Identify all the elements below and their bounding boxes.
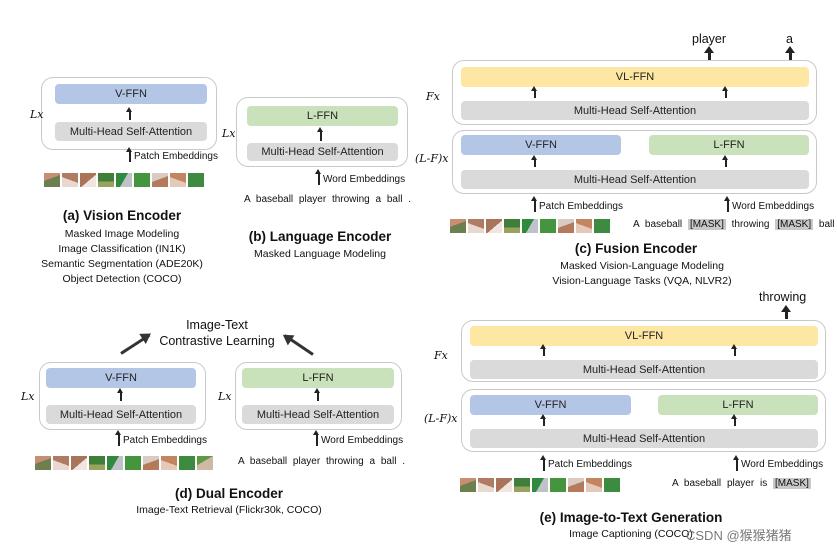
l-ffn-layer: L-FFN — [649, 135, 809, 155]
layer-multiplier: Fx — [434, 349, 448, 362]
up-arrow — [314, 388, 320, 401]
word: baseball — [644, 219, 683, 230]
word: A — [633, 219, 640, 230]
self-attention-layer: Multi-Head Self-Attention — [46, 405, 196, 424]
l-ffn-layer: L-FFN — [247, 106, 398, 126]
word-embeddings-label: Word Embeddings — [741, 459, 824, 470]
layer-multiplier: Lx — [222, 127, 236, 140]
output-arrow — [704, 46, 713, 60]
image-patches — [459, 477, 621, 493]
layer-multiplier: Lx — [30, 108, 44, 121]
mask-token: [MASK] — [773, 478, 811, 489]
v-ffn-layer: V-FFN — [470, 395, 631, 415]
up-arrow — [733, 455, 739, 471]
input-sentence: A baseball player throwing a ball . — [244, 194, 411, 205]
contrastive-arrow-right — [283, 334, 314, 356]
panel-e-title: (e) Image-to-Text Generation — [539, 510, 723, 525]
up-arrow — [724, 196, 730, 212]
image-patches — [449, 218, 611, 234]
watermark: CSDN @猴猴猪猪 — [686, 528, 792, 543]
patch-embeddings-label: Patch Embeddings — [134, 151, 218, 162]
self-attention-layer: Multi-Head Self-Attention — [247, 143, 398, 161]
l-ffn-layer: L-FFN — [242, 368, 394, 388]
self-attention-layer: Multi-Head Self-Attention — [242, 405, 394, 424]
panel-d-task: Image-Text Retrieval (Flickr30k, COCO) — [136, 504, 322, 516]
panel-a-task: Object Detection (COCO) — [62, 273, 182, 285]
vl-ffn-layer: VL-FFN — [470, 326, 818, 346]
up-arrow — [313, 430, 319, 446]
up-arrow — [126, 107, 132, 120]
word: baseball — [683, 478, 722, 489]
v-ffn-layer: V-FFN — [46, 368, 196, 388]
masked-sentence: A baseball [MASK] throwing [MASK] ball . — [633, 219, 837, 230]
patch-embeddings-label: Patch Embeddings — [539, 201, 623, 212]
word-embeddings-label: Word Embeddings — [732, 201, 815, 212]
panel-c-title: (c) Fusion Encoder — [574, 241, 698, 256]
layer-multiplier: (L-F)x — [424, 412, 458, 425]
up-arrow — [540, 344, 546, 356]
image-patches — [43, 172, 205, 188]
layer-multiplier: Lx — [218, 390, 232, 403]
panel-c-task: Vision-Language Tasks (VQA, NLVR2) — [552, 275, 732, 287]
word: player — [726, 478, 755, 489]
output-arrow — [781, 305, 790, 319]
word-embeddings-label: Word Embeddings — [321, 435, 404, 446]
word-embeddings-label: Word Embeddings — [323, 174, 406, 185]
panel-a-task: Masked Image Modeling — [64, 228, 180, 240]
objective-line: Image-Text — [186, 318, 248, 332]
panel-c-task: Masked Vision-Language Modeling — [560, 260, 724, 272]
panel-d-title: (d) Dual Encoder — [174, 486, 284, 501]
input-sentence: A baseball player throwing a ball . — [238, 456, 405, 467]
up-arrow — [315, 169, 321, 185]
up-arrow — [540, 414, 546, 426]
output-token: player — [692, 32, 727, 46]
masked-sentence: A baseball player is [MASK] — [672, 478, 811, 489]
up-arrow — [722, 86, 728, 98]
up-arrow — [115, 430, 121, 446]
up-arrow — [117, 388, 123, 401]
self-attention-layer: Multi-Head Self-Attention — [470, 429, 818, 448]
up-arrow — [126, 147, 132, 162]
l-ffn-layer: L-FFN — [658, 395, 818, 415]
up-arrow — [317, 127, 323, 141]
mask-token: [MASK] — [775, 219, 814, 230]
panel-a-task: Semantic Segmentation (ADE20K) — [41, 258, 203, 270]
up-arrow — [531, 155, 537, 167]
up-arrow — [731, 344, 737, 356]
layer-multiplier: Lx — [21, 390, 35, 403]
panel-b-task: Masked Language Modeling — [254, 248, 386, 260]
vl-ffn-layer: VL-FFN — [461, 67, 809, 87]
panel-b-title: (b) Language Encoder — [248, 229, 392, 244]
contrastive-arrow-left — [120, 333, 151, 355]
word: is — [759, 478, 768, 489]
self-attention-layer: Multi-Head Self-Attention — [55, 122, 207, 141]
panel-a-title: (a) Vision Encoder — [62, 208, 182, 223]
self-attention-layer: Multi-Head Self-Attention — [470, 360, 818, 379]
word: A — [672, 478, 679, 489]
output-token: a — [786, 32, 793, 46]
objective-line: Contrastive Learning — [159, 334, 275, 348]
layer-multiplier: (L-F)x — [415, 152, 449, 165]
panel-a-task: Image Classification (IN1K) — [58, 243, 186, 255]
layer-multiplier: Fx — [426, 90, 440, 103]
up-arrow — [540, 455, 546, 471]
patch-embeddings-label: Patch Embeddings — [123, 435, 207, 446]
up-arrow — [731, 414, 737, 426]
up-arrow — [531, 86, 537, 98]
v-ffn-layer: V-FFN — [461, 135, 621, 155]
patch-embeddings-label: Patch Embeddings — [548, 459, 632, 470]
word: throwing — [731, 219, 770, 230]
output-arrow — [785, 46, 794, 60]
up-arrow — [722, 155, 728, 167]
output-token: throwing — [759, 290, 807, 304]
self-attention-layer: Multi-Head Self-Attention — [461, 101, 809, 120]
word: ball — [818, 219, 835, 230]
mask-token: [MASK] — [687, 219, 726, 230]
image-patches — [34, 455, 214, 471]
v-ffn-layer: V-FFN — [55, 84, 207, 104]
panel-e-task: Image Captioning (COCO) — [569, 528, 693, 540]
self-attention-layer: Multi-Head Self-Attention — [461, 170, 809, 189]
up-arrow — [531, 196, 537, 212]
